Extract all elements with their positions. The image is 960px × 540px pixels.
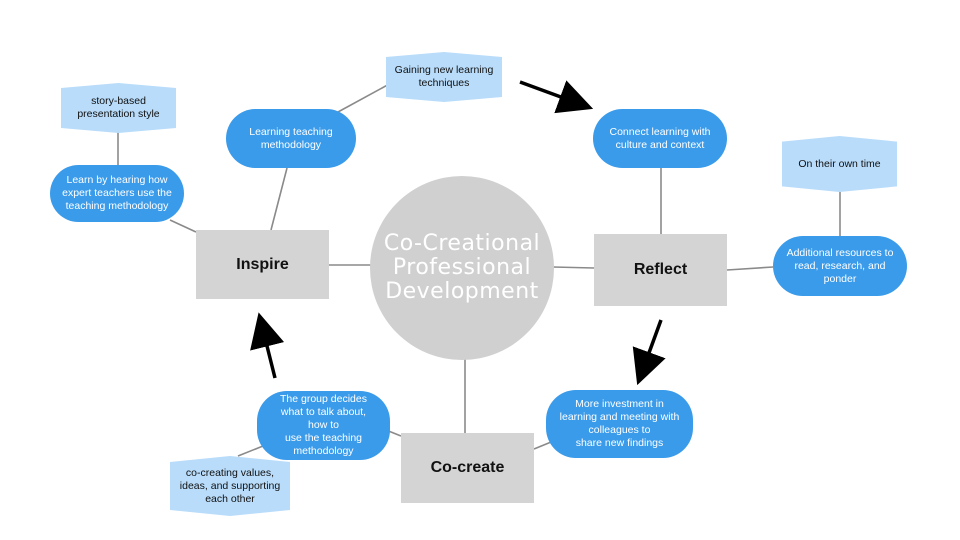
tag-co-creating-values-text: co-creating values, ideas, and supportin… xyxy=(179,466,281,505)
tag-co-creating-values: co-creating values, ideas, and supportin… xyxy=(170,456,290,516)
pill-learning-methodology-text: Learning teaching methodology xyxy=(249,125,333,151)
stage-cocreate-label: Co-create xyxy=(430,459,505,476)
connector-pill-hearing-to-inspire xyxy=(169,219,197,233)
center-circle: Co-Creational Professional Development xyxy=(370,176,554,360)
pill-group-decides-text: The group decides what to talk about, ho… xyxy=(280,393,367,457)
connector-tag-gaining-to-pill-methodology xyxy=(337,81,394,113)
tag-story-based: story-based presentation style xyxy=(61,83,176,133)
stage-cocreate: Co-create xyxy=(401,433,534,503)
stage-reflect-label: Reflect xyxy=(633,261,688,278)
tag-gaining-techniques-text: Gaining new learning techniques xyxy=(394,64,494,89)
pill-learn-by-hearing-text: Learn by hearing how expert teachers use… xyxy=(62,174,172,212)
arrow-cocreate-to-inspire xyxy=(250,312,285,379)
tag-own-time: On their own time xyxy=(782,136,897,192)
pill-connect-learning: Connect learning with culture and contex… xyxy=(593,109,727,168)
connector-reflect-to-pill-resources xyxy=(726,266,774,271)
tag-gaining-techniques: Gaining new learning techniques xyxy=(386,52,502,102)
stage-inspire: Inspire xyxy=(196,230,329,299)
tag-own-time-text: On their own time xyxy=(798,157,881,170)
connector-pill-methodology-to-inspire xyxy=(270,167,288,231)
center-title: Co-Creational Professional Development xyxy=(383,231,541,304)
pill-connect-learning-text: Connect learning with culture and contex… xyxy=(609,125,711,151)
tag-story-based-text: story-based presentation style xyxy=(77,95,160,120)
pill-additional-resources-text: Additional resources to read, research, … xyxy=(786,246,894,285)
pill-additional-resources: Additional resources to read, research, … xyxy=(773,236,907,296)
arrow-to-reflect-pill xyxy=(519,80,594,114)
stage-reflect: Reflect xyxy=(594,234,727,306)
pill-group-decides: The group decides what to talk about, ho… xyxy=(257,391,390,460)
stage-inspire-label: Inspire xyxy=(236,255,289,273)
pill-learning-methodology: Learning teaching methodology xyxy=(226,109,356,168)
pill-more-investment-text: More investment in learning and meeting … xyxy=(559,398,680,449)
pill-learn-by-hearing: Learn by hearing how expert teachers use… xyxy=(50,165,184,222)
pill-more-investment: More investment in learning and meeting … xyxy=(546,390,693,458)
arrow-reflect-to-cocreate xyxy=(632,319,666,386)
connector-center-to-reflect xyxy=(552,266,595,269)
